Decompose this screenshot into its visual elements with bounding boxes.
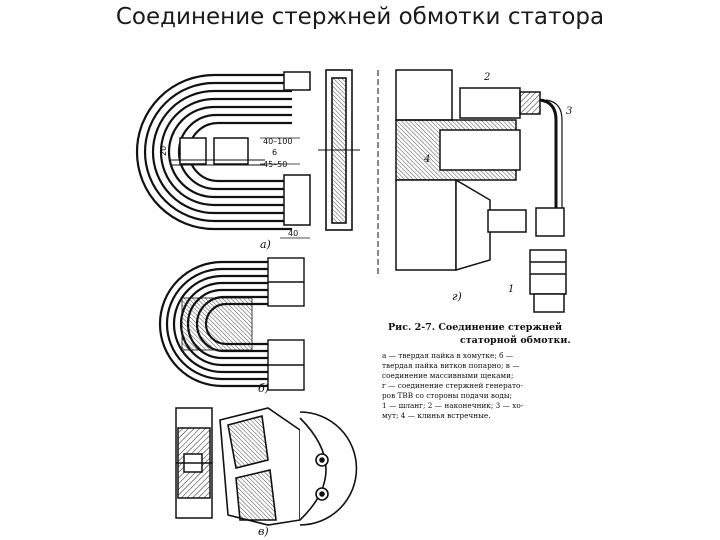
drawing-a [135,73,292,231]
dim-6: 6 [272,148,277,157]
callout-3: 3 [566,106,572,117]
label-g: г) [452,290,462,303]
dim-40-100: 40–100 [263,137,292,146]
drawing-a-side-view [318,69,360,231]
label-b: б) [258,382,269,395]
drawing-a-blocks [170,71,311,226]
callout-2: 2 [483,72,490,83]
label-a: а) [260,238,271,251]
label-v: в) [258,525,269,538]
drawing-g [377,69,567,313]
figure-caption: Рис. 2-7. Соединение стержней статорной … [382,322,571,420]
caption-line: ров ТВВ со стороны подачи воды; [382,391,512,400]
dim-20: 20 [159,146,168,156]
dim-45-50: 45–50 [263,160,287,169]
caption-line: а — твердая пайка в хомутке; б — [382,351,513,360]
drawing-g-callouts: 2 3 4 1 г) [423,72,572,303]
caption-line: 1 — шланг; 2 — наконечник; 3 — хо- [382,401,524,410]
drawing-a-dimensions: 40–100 6 45–50 20 40 а) [159,137,310,251]
callout-4: 4 [423,154,430,165]
caption-title-line1: Рис. 2-7. Соединение стержней [388,322,562,333]
caption-line: соединение массивными щеками; [382,371,513,380]
caption-line: мут; 4 — клинья встречные. [382,411,491,420]
caption-line: г — соединение стержней генерато- [382,381,523,390]
caption-line: твердая пайка витков попарно; в — [382,361,520,370]
callout-1: 1 [508,284,514,295]
drawing-b-blocks [181,257,305,391]
slide-title: Соединение стержней обмотки статора [115,4,605,30]
dim-40: 40 [288,229,298,238]
drawing-v-left [175,407,213,519]
drawing-v-right [219,407,358,526]
caption-title-line2: статорной обмотки. [460,335,571,346]
